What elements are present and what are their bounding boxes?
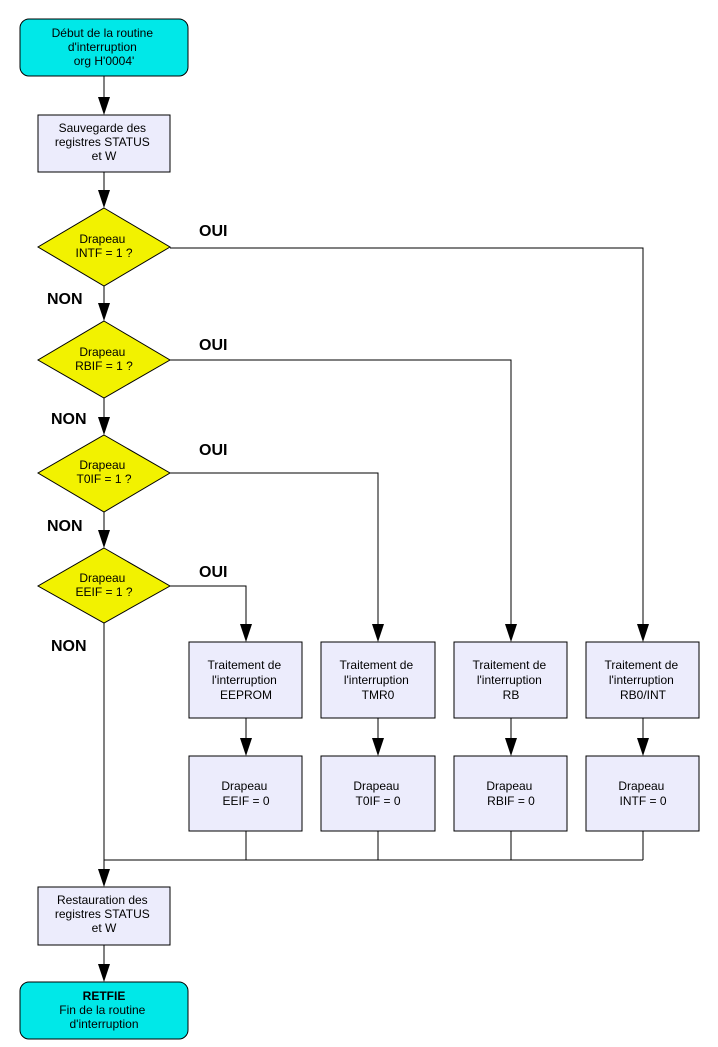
connector-intf-yes (170, 247, 644, 632)
yes-label-eeif: OUI (199, 564, 227, 581)
connectors (103, 76, 644, 972)
yes-label-intf: OUI (199, 223, 227, 240)
decision-intf-label: Drapeau INTF = 1 ? (75, 232, 132, 260)
arrowhead (240, 624, 252, 642)
arrowhead (372, 738, 384, 756)
arrowhead (98, 964, 110, 982)
decision-t0if-label: Drapeau T0IF = 1 ? (76, 458, 131, 486)
restore-registers-box: Restauration des registres STATUS et W (37, 886, 171, 946)
arrowhead (98, 97, 110, 115)
treatment-tmr0-label: Traitement de l'interruption TMR0 (340, 658, 417, 702)
clear-eeif-box: Drapeau EEIF = 0 (188, 755, 303, 832)
no-label-rbif: NON (51, 411, 87, 428)
clear-rbif-box: Drapeau RBIF = 0 (453, 755, 568, 832)
yes-label-rbif: OUI (199, 337, 227, 354)
restore-label: Restauration des registres STATUS et W (55, 893, 153, 935)
treatment-eeprom-label: Traitement de l'interruption EEPROM (208, 658, 285, 702)
connector-rbif-yes (170, 359, 512, 632)
arrowhead (98, 303, 110, 321)
save-label: Sauvegarde des registres STATUS et W (55, 121, 153, 163)
treatment-rb0-int-box: Traitement de l'interruption RB0/INT (585, 641, 700, 719)
decision-intf: Drapeau INTF = 1 ? (37, 207, 171, 287)
clear-t0if-label: Drapeau T0IF = 0 (353, 779, 402, 808)
treatment-eeprom-box: Traitement de l'interruption EEPROM (188, 641, 303, 719)
save-registers-box: Sauvegarde des registres STATUS et W (37, 114, 171, 173)
end-label: Fin de la routine d'interruption (59, 1003, 148, 1031)
treatment-tmr0-box: Traitement de l'interruption TMR0 (320, 641, 436, 719)
arrowhead (637, 738, 649, 756)
decision-eeif-label: Drapeau EEIF = 1 ? (75, 571, 132, 599)
clear-intf-box: Drapeau INTF = 0 (585, 755, 700, 832)
connector-t0if-yes (170, 472, 379, 632)
arrowhead (372, 624, 384, 642)
arrowhead (240, 738, 252, 756)
start-terminal: Début de la routine d'interruption org H… (19, 18, 189, 77)
start-label: Début de la routine d'interruption org H… (52, 26, 157, 68)
end-terminal: RETFIE Fin de la routine d'interruption (19, 981, 189, 1040)
decision-rbif-label: Drapeau RBIF = 1 ? (75, 345, 133, 373)
clear-rbif-label: Drapeau RBIF = 0 (486, 779, 535, 808)
clear-t0if-box: Drapeau T0IF = 0 (320, 755, 436, 832)
decision-t0if: Drapeau T0IF = 1 ? (37, 434, 171, 513)
no-label-eeif: NON (51, 638, 87, 655)
arrowheads (98, 97, 649, 982)
arrowhead (637, 624, 649, 642)
arrowhead (505, 738, 517, 756)
no-label-t0if: NON (47, 518, 83, 535)
decision-eeif: Drapeau EEIF = 1 ? (36, 547, 172, 624)
clear-intf-label: Drapeau INTF = 0 (618, 779, 667, 808)
treatment-rb0-int-label: Traitement de l'interruption RB0/INT (605, 658, 682, 702)
arrowhead (98, 190, 110, 208)
arrowhead (98, 869, 110, 887)
arrowhead (98, 417, 110, 435)
connector-eeif-yes (170, 585, 247, 632)
decision-rbif: Drapeau RBIF = 1 ? (37, 320, 171, 399)
treatment-rb-label: Traitement de l'interruption RB (473, 658, 550, 702)
clear-eeif-label: Drapeau EEIF = 0 (221, 779, 270, 808)
no-label-intf: NON (47, 291, 83, 308)
treatment-rb-box: Traitement de l'interruption RB (453, 641, 568, 719)
end-title: RETFIE (83, 989, 126, 1003)
yes-label-t0if: OUI (199, 442, 227, 459)
arrowhead (505, 624, 517, 642)
arrowhead (98, 530, 110, 548)
